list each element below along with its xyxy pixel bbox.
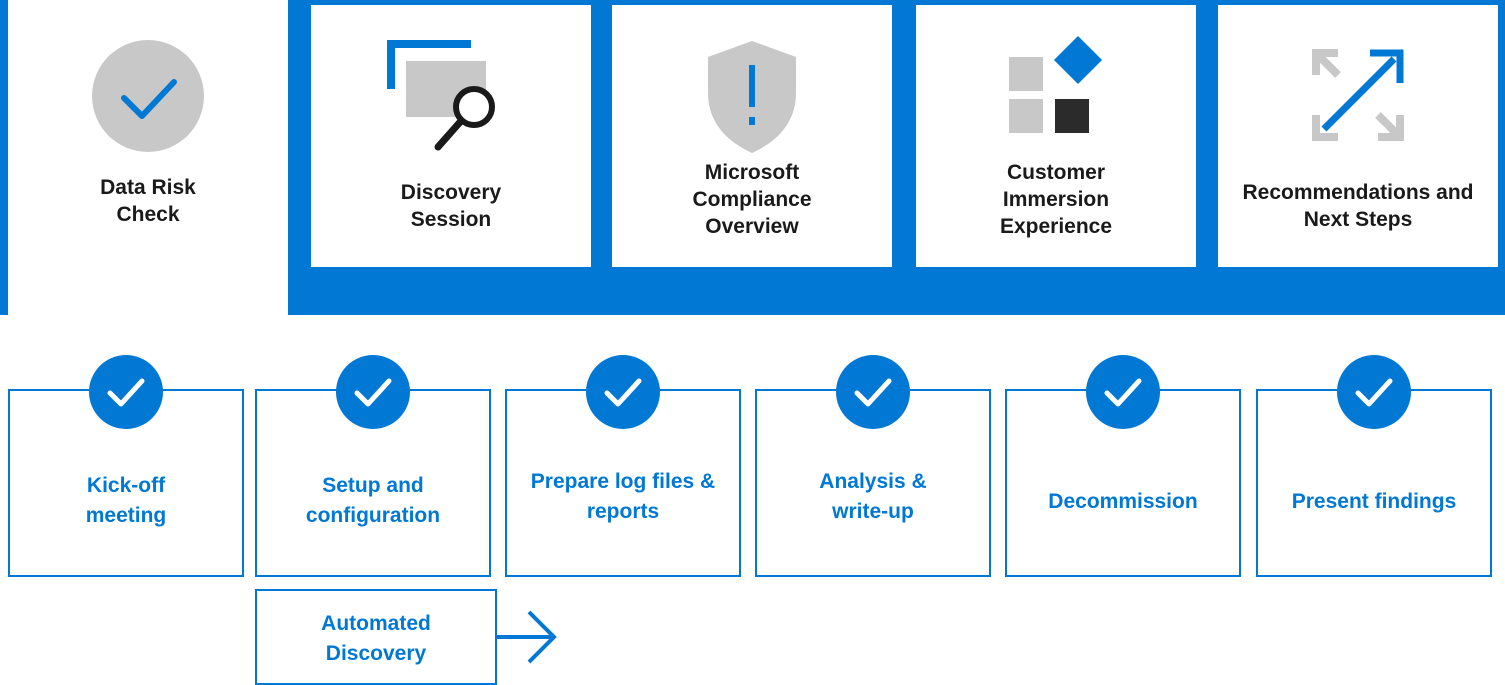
expand-arrows-icon [1312, 49, 1404, 141]
step-present: Present findings [1256, 355, 1492, 577]
sub-step-automated-discovery: Automated Discovery [255, 589, 497, 685]
window-search-icon [387, 40, 495, 151]
phase-label: Customer Immersion Experience [999, 161, 1113, 238]
step-setup: Setup and configuration [255, 355, 491, 577]
step-decommission: Decommission [1005, 355, 1241, 577]
phase-discovery-session: Discovery Session [311, 5, 591, 267]
step-label: Setup and configuration [305, 474, 441, 527]
phase-customer-immersion: Customer Immersion Experience [916, 5, 1196, 267]
step-label: Analysis & write-up [819, 470, 927, 523]
phase-label: Microsoft Compliance Overview [692, 161, 812, 238]
phase-label: Data Risk Check [100, 176, 196, 226]
check-circle-icon [1337, 355, 1411, 429]
phase-data-risk-check: Data Risk Check [8, 0, 288, 320]
step-label: Kick-off meeting [85, 474, 167, 527]
step-prepare: Prepare log files & reports [505, 355, 741, 577]
phase-recommendations: Recommendations and Next Steps [1218, 5, 1498, 267]
step-kickoff: Kick-off meeting [8, 355, 244, 577]
phase-compliance-overview: Microsoft Compliance Overview [612, 5, 892, 267]
step-analysis: Analysis & write-up [755, 355, 991, 577]
check-circle-icon [836, 355, 910, 429]
check-circle-icon [1086, 355, 1160, 429]
check-circle-icon [336, 355, 410, 429]
tiles-icon [1009, 35, 1103, 133]
phase-label: Discovery Session [400, 181, 502, 231]
shield-alert-icon [708, 41, 796, 153]
arrow-right-icon [497, 610, 557, 664]
check-circle-icon [89, 355, 163, 429]
sub-step-label: Automated Discovery [321, 612, 431, 665]
step-label: Present findings [1291, 490, 1457, 513]
step-label: Decommission [1048, 490, 1198, 513]
step-label: Prepare log files & reports [530, 470, 716, 523]
check-circle-icon [586, 355, 660, 429]
phase-label: Recommendations and Next Steps [1242, 181, 1474, 231]
check-circle-icon [92, 40, 204, 152]
